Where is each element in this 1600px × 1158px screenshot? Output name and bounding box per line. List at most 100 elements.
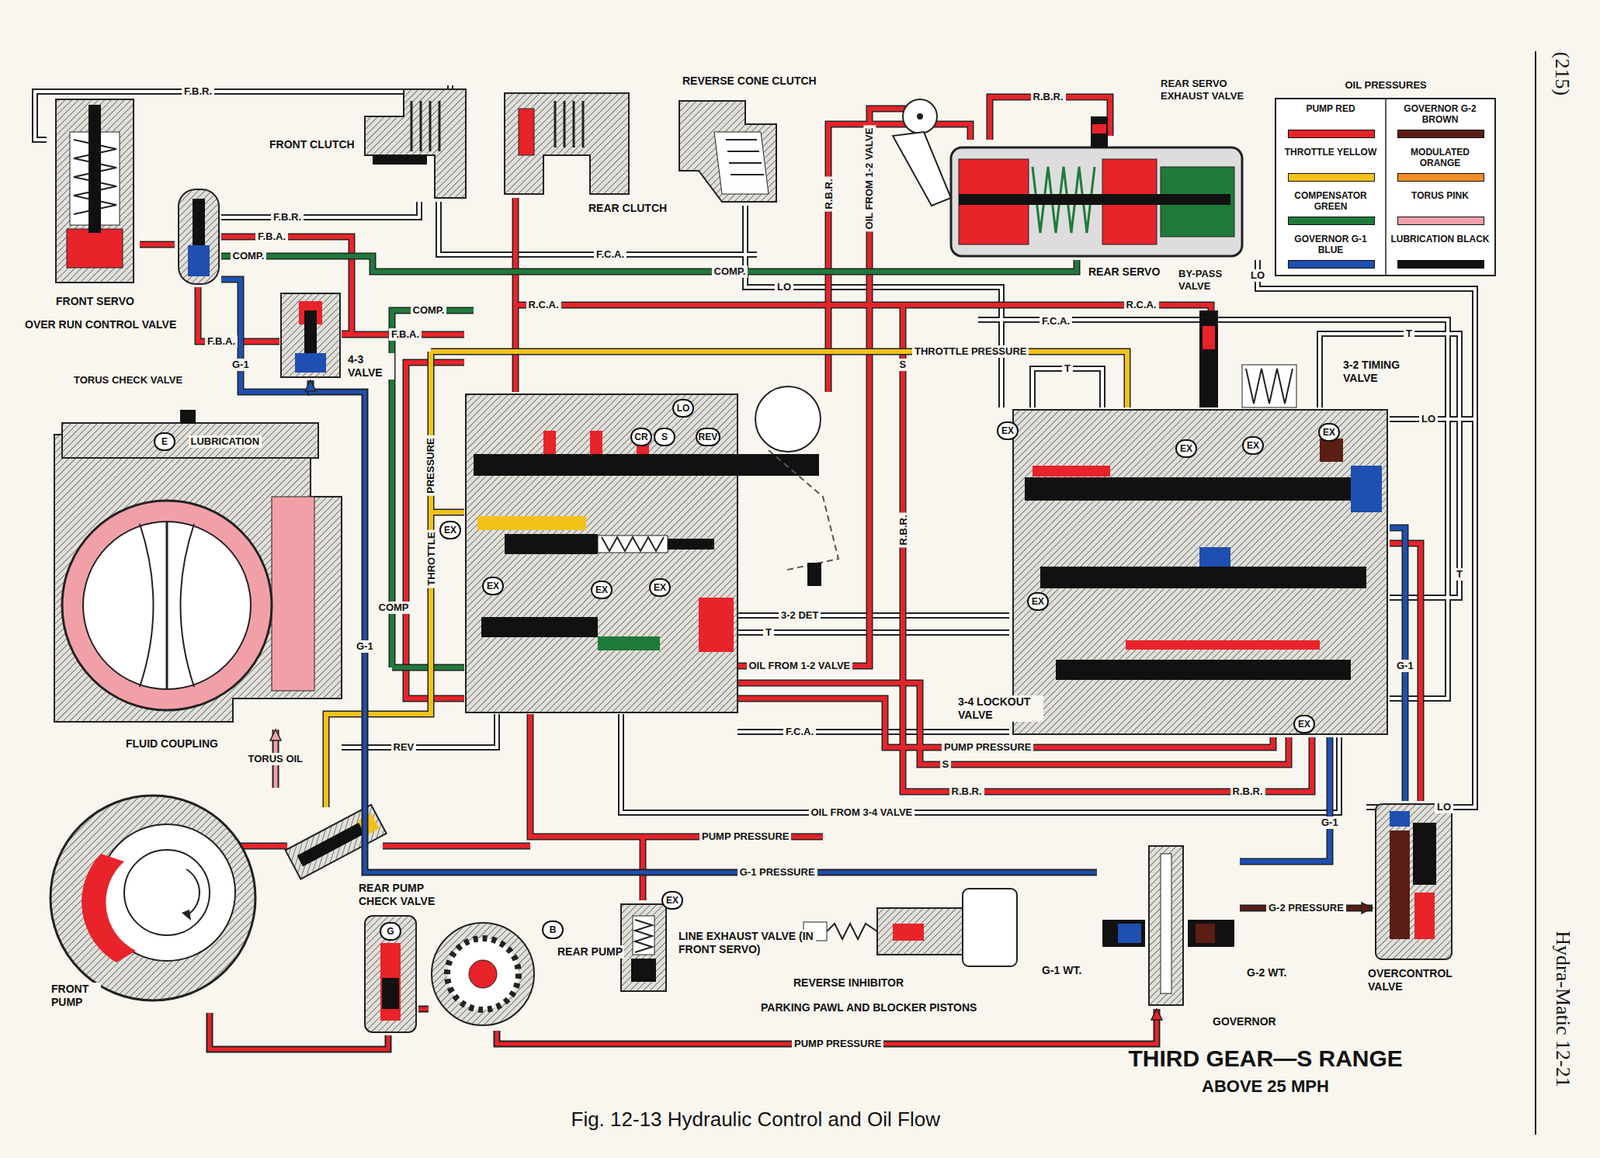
governor-drawing [1148,846,1184,1006]
front-clutch-drawing [372,155,427,165]
component: REAR SERVO [947,139,1246,261]
pipe-fill [209,1013,389,1050]
fluid-coupling-drawing [54,409,342,722]
pipe-outline [209,1013,389,1050]
part-label: BY-PASS VALVE [1176,267,1240,293]
shift-valve-body-drawing [1040,566,1367,589]
part-name: 3-4 LOCKOUT VALVE [956,695,1044,722]
component: 4-3 VALVE [279,291,342,381]
part-name: G-2 WT. [1245,966,1288,980]
callout-letter: EX [439,520,462,540]
shift-valve-body-drawing [1013,409,1388,735]
component: REAR PUMP [428,918,536,1031]
main-valve-body-drawing [590,430,603,455]
arrow-head [1151,1009,1163,1021]
governor-drawing [1160,853,1172,994]
shift-valve-body-drawing [1013,310,1388,735]
main-valve-body-drawing [597,535,668,553]
front-servo-drawing [55,99,134,283]
legend-text: COMPENSATOR GREEN [1280,190,1381,212]
main-valve-body-drawing [543,430,556,455]
line-label: THROTTLE [424,529,438,588]
oil-pipes [221,279,1406,862]
reverse-cone-clutch-drawing [679,100,777,202]
page-margin-text: (215) [1550,52,1574,96]
component: REVERSE CONE CLUTCH [675,97,781,206]
line-label: R.C.A. [526,298,562,312]
title: THIRD GEAR—S RANGE [1128,1045,1403,1073]
main-valve-body-drawing [698,597,734,653]
legend-swatch [1287,173,1375,182]
oil-line-connector [1239,902,1373,914]
shift-valve-body-drawing [1125,640,1320,650]
governor-drawing [1187,919,1235,948]
line-label: OIL FROM 1-2 VALVE [863,125,876,233]
line-label: COMP [376,601,412,615]
main-valve-body-drawing [481,617,598,638]
oil-pipes [326,351,1128,808]
check-valve-drawing [364,916,417,1033]
legend-text: PUMP RED [1280,103,1381,115]
line-label: S [940,758,952,771]
line-label: R.B.R. [949,785,985,799]
callout-letter: EX [996,421,1019,441]
line-label: COMP. [230,249,268,263]
line-label: R.C.A. [1124,298,1160,312]
main-valve-body-drawing [755,386,821,452]
line-label: T [1062,362,1073,375]
line-label: COMP. [410,304,448,317]
component: OVERCONTROL VALVE [1372,801,1455,963]
front-servo-drawing [66,229,123,268]
front-pump-drawing [297,819,372,867]
margin-rule [1534,51,1537,1135]
parking-pawl-drawing [877,908,963,955]
reverse-cone-clutch-drawing [728,162,762,164]
shift-valve-body-drawing [1199,310,1219,408]
parking-pawl-drawing [892,923,924,941]
main-valve-body-drawing [601,537,664,552]
part-name: PARKING PAWL AND BLOCKER PISTONS [759,1001,979,1015]
line-label: 3-2 DET [778,609,821,622]
oil-pipes [34,85,1476,813]
arrow-head [305,380,316,392]
part-name: FRONT CLUTCH [267,138,357,152]
callout-letter: REV [695,427,722,447]
shift-valve-body-drawing [1032,465,1111,477]
shift-lever-drawing [916,113,924,120]
pipe-fill [418,1007,429,1012]
oil-pipes [34,85,1476,901]
fluid-coupling-drawing [54,434,342,722]
front-pump-drawing [357,813,380,837]
oil-pipes [221,279,1406,862]
legend-swatch [1287,260,1375,269]
part-name: FRONT SERVO [54,295,136,309]
line-label: F.B.R. [181,85,215,98]
fluid-coupling-drawing [62,500,272,711]
line-label: F.C.A. [783,725,816,739]
fluid-coupling-drawing [139,524,154,688]
legend-swatch [1397,129,1485,139]
part-name: OVERCONTROL VALVE [1366,967,1467,994]
fluid-coupling-drawing [271,496,315,691]
component: 3-2 TIMING VALVE3-4 LOCKOUT VALVE [1009,407,1390,738]
shift-lever-drawing [902,99,938,134]
line-label: G-1 PRESSURE [737,866,818,879]
overcontrol-valve-drawing [1412,822,1437,886]
shift-valve-body-drawing [1350,465,1382,513]
part-name: REAR CLUTCH [586,201,669,216]
subtitle: ABOVE 25 MPH [1201,1076,1330,1097]
rear-clutch-drawing [555,100,584,148]
component: FLUID COUPLING [50,403,346,730]
rear-clutch-drawing [504,93,629,195]
line-label: T [1454,568,1465,581]
part-name: REVERSE INHIBITOR [791,976,906,990]
part-name: GOVERNOR [1211,1015,1278,1029]
legend-text: GOVERNOR G-2 BROWN [1390,103,1490,125]
line-label: T [763,626,774,639]
line-label: PUMP PRESSURE [941,741,1034,754]
line-label: LO [1434,801,1454,814]
front-servo-drawing [88,104,101,233]
callout-letter: LO [672,399,695,418]
reverse-cone-clutch-drawing [679,100,777,202]
